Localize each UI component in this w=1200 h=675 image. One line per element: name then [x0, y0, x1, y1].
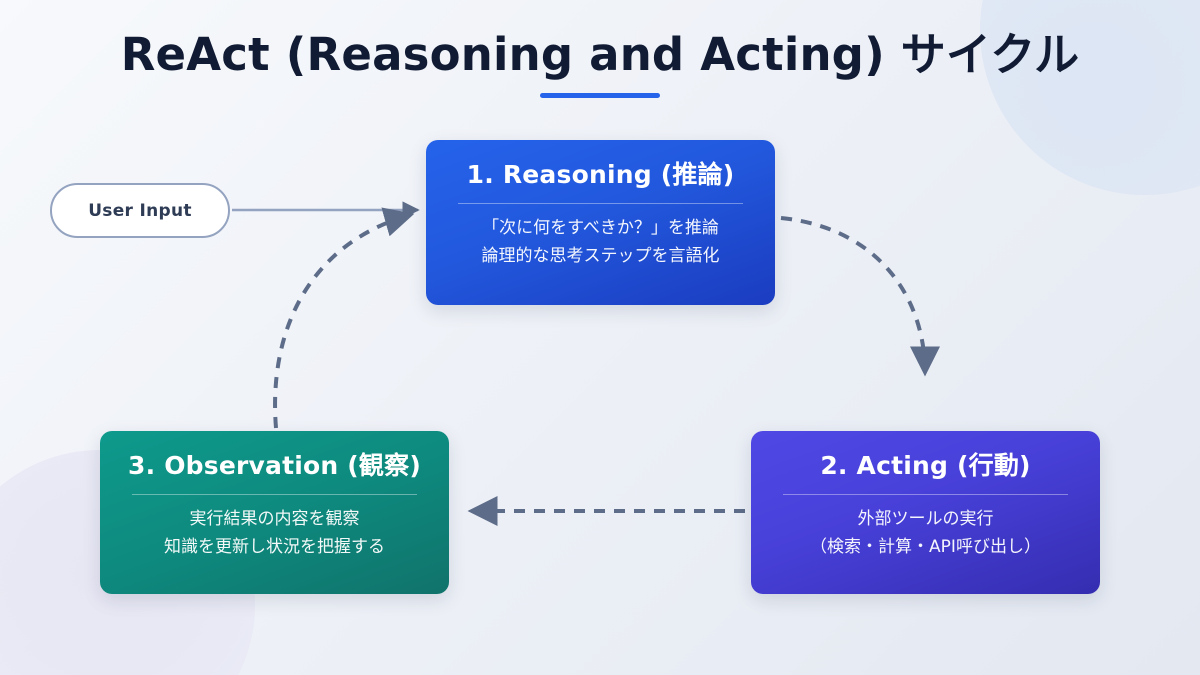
card-reasoning[interactable]: 1. Reasoning (推論) 「次に何をすべきか？」を推論 論理的な思考ス…	[426, 140, 775, 305]
card-reasoning-divider	[458, 203, 743, 204]
card-observation-desc-2: 知識を更新し状況を把握する	[164, 536, 385, 557]
connector-reasoning-to-acting	[780, 216, 940, 377]
card-reasoning-title: 1. Reasoning (推論)	[466, 160, 735, 189]
card-observation-title: 3. Observation (観察)	[128, 451, 421, 480]
card-acting-desc-1: 外部ツールの実行	[857, 509, 994, 529]
card-observation[interactable]: 3. Observation (観察) 実行結果の内容を観察 知識を更新し状況を…	[100, 431, 449, 594]
card-reasoning-desc-1: 「次に何をすべきか？」を推論	[482, 218, 719, 238]
user-input-label: User Input	[88, 200, 192, 221]
title-underline-accent	[540, 93, 660, 99]
node-user-input[interactable]: User Input	[50, 183, 230, 238]
card-acting[interactable]: 2. Acting (行動) 外部ツールの実行 （検索・計算・API呼び出し）	[751, 431, 1100, 594]
card-observation-desc-1: 実行結果の内容を観察	[189, 509, 360, 529]
card-acting-divider	[783, 494, 1068, 495]
page-title: ReAct (Reasoning and Acting) サイクル	[120, 28, 1080, 81]
card-acting-title: 2. Acting (行動)	[820, 451, 1031, 480]
connector-observation-to-reasoning	[273, 207, 415, 429]
card-observation-divider	[132, 494, 417, 495]
card-acting-desc-2: （検索・計算・API呼び出し）	[810, 536, 1041, 557]
card-reasoning-desc-2: 論理的な思考ステップを言語化	[481, 245, 720, 266]
title-block: ReAct (Reasoning and Acting) サイクル	[0, 28, 1200, 99]
